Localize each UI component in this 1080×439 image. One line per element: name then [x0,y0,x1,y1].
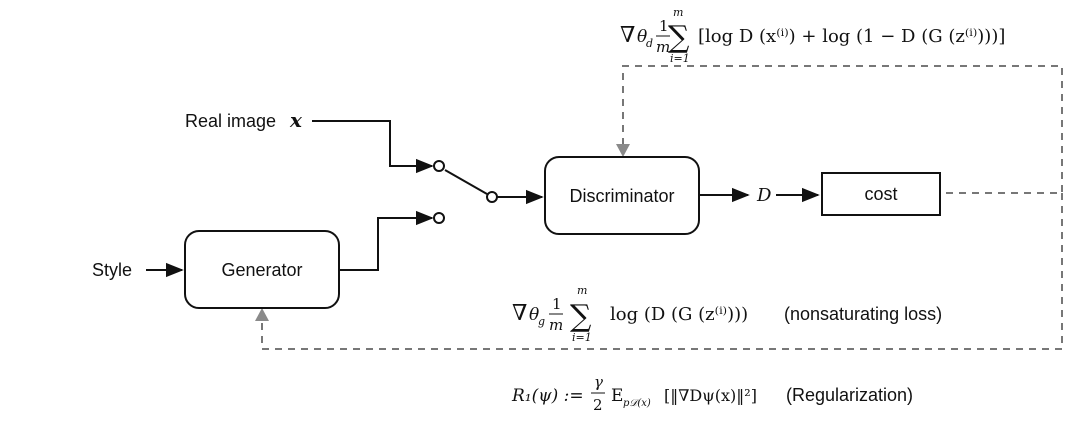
switch-contact-real [433,160,445,172]
feedback-arrowhead-generator [255,308,269,321]
theta-subscript: d [646,37,653,50]
d-output-label: D [756,185,772,206]
discriminator-gradient-equation: ∇ θ d 1 m m ∑ i=1 [log D (x⁽ⁱ⁾) + log (1… [620,6,1005,65]
sum-upper-limit: m [577,284,587,297]
real-image-arrow [312,120,434,174]
generator-output-arrow [340,210,434,271]
real-image-label: Real image [185,111,276,131]
regularization-note: (Regularization) [786,385,913,405]
fraction-denominator: m [656,38,670,56]
fraction-numerator: 1 [552,295,562,313]
regularization-lhs: R₁(ψ) := [511,386,584,406]
theta-symbol: θ [529,305,539,325]
discriminator-box [544,156,700,235]
fraction-denominator: 2 [593,396,603,414]
cost-box [821,172,941,216]
regularization-body: [‖∇Dψ(x)‖²] [664,386,757,405]
cost-label: cost [864,184,897,204]
expectation-subscript: p𝒟(x) [623,398,651,409]
sum-lower-limit: i=1 [572,331,592,344]
discriminator-feedback-loop [616,65,1063,194]
switch-contact-generated [433,212,445,224]
real-image-input: Real image x [185,108,434,174]
sum-lower-limit: i=1 [670,52,690,65]
nabla-symbol: ∇ [512,301,527,326]
nonsaturating-loss-note: (nonsaturating loss) [784,304,942,324]
theta-subscript: g [538,315,545,328]
sum-upper-limit: m [673,6,683,19]
generator-loss-body: log (D (G (z⁽ⁱ⁾))) [610,304,748,325]
discriminator-node: Discriminator [544,156,700,235]
summation-symbol: ∑ [570,299,592,334]
generator-feedback-loop [255,193,1063,350]
real-image-variable: x [289,108,303,132]
fraction-denominator: m [549,316,563,334]
discriminator-loss-body: [log D (x⁽ⁱ⁾) + log (1 − D (G (z⁽ⁱ⁾)))] [698,26,1005,47]
expectation-symbol: E [611,386,623,406]
generator-box [184,230,340,309]
switch-pivot [486,191,498,203]
summation-symbol: ∑ [668,20,690,55]
feedback-arrowhead-discriminator [616,144,630,157]
style-label: Style [92,260,132,280]
generator-label: Generator [221,260,302,280]
nabla-symbol: ∇ [620,23,635,48]
switch-lever [444,169,488,195]
input-switch [433,160,544,224]
fraction-numerator: 1 [659,17,669,35]
discriminator-label: Discriminator [569,186,674,206]
generator-node: Generator [184,230,340,309]
theta-symbol: θ [637,27,647,47]
cost-node: cost [821,172,941,216]
regularization-equation: R₁(ψ) := γ 2 E p𝒟(x) [‖∇Dψ(x)‖²] (Regula… [511,373,913,414]
generator-gradient-equation: ∇ θ g 1 m m ∑ i=1 log (D (G (z⁽ⁱ⁾))) (no… [512,284,942,344]
fraction-numerator: γ [594,373,603,391]
